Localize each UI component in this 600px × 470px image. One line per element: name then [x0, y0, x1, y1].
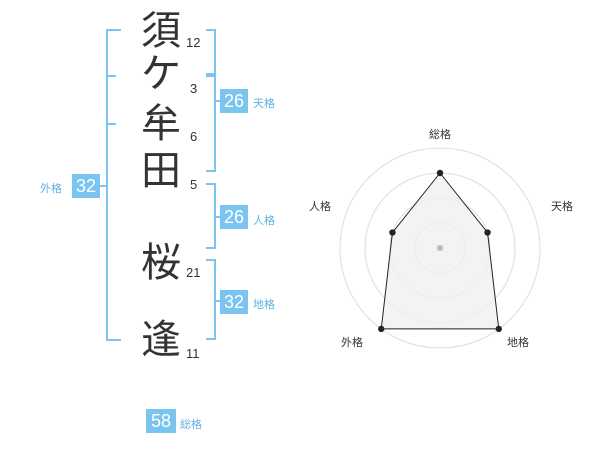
- gaikaku-value: 32: [72, 174, 100, 198]
- jinkaku-label: 人格: [253, 214, 275, 227]
- stroke-count-3: 6: [190, 129, 198, 144]
- radar-axis-label-0: 総格: [429, 127, 451, 141]
- radar-axis-label-1: 天格: [551, 199, 573, 213]
- chikaku-value: 32: [220, 290, 248, 314]
- radar-point-4: [389, 229, 396, 236]
- stroke-count-5: 21: [186, 265, 201, 280]
- radar-axis-label-4: 人格: [309, 199, 331, 213]
- chikaku-label: 地格: [253, 298, 275, 311]
- stroke-count-6: 11: [186, 346, 200, 361]
- tenkaku-value: 26: [220, 89, 248, 113]
- gaikaku-label: 外格: [40, 182, 62, 195]
- soukaku-value: 58: [146, 409, 176, 433]
- radar-point-3: [378, 325, 385, 333]
- name-char-3: 牟: [141, 101, 181, 147]
- stroke-count-2: 3: [190, 81, 198, 96]
- name-char-5: 桜: [141, 240, 181, 286]
- name-char-6: 逢: [141, 317, 181, 363]
- soukaku-label: 総格: [180, 418, 202, 431]
- stroke-count-4: 5: [190, 177, 198, 192]
- stroke-count-1: 12: [186, 35, 201, 50]
- name-char-1: 須: [141, 8, 181, 54]
- radar-ring-4: [339, 147, 541, 349]
- radar-point-2: [495, 325, 502, 333]
- jinkaku-value: 26: [220, 205, 248, 229]
- radar-axis-label-2: 地格: [507, 335, 529, 349]
- name-char-4: 田: [141, 148, 181, 194]
- radar-point-0: [436, 169, 444, 177]
- tenkaku-label: 天格: [253, 97, 275, 110]
- radar-point-1: [484, 229, 491, 236]
- radar-axis-label-3: 外格: [341, 335, 363, 349]
- name-char-2: ケ: [141, 51, 181, 97]
- radar-center: [437, 245, 443, 251]
